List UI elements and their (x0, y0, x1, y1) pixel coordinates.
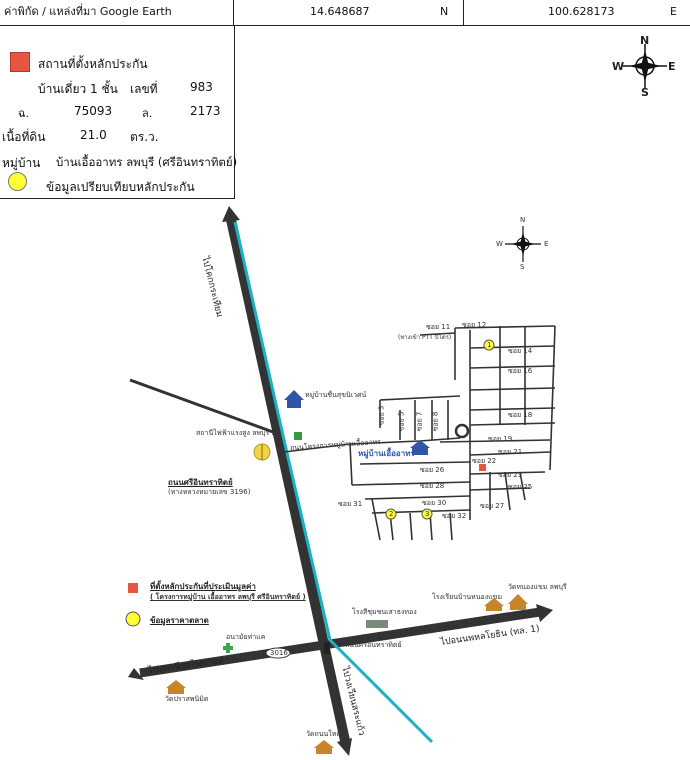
village-label: หมู่บ้าน (2, 156, 41, 170)
compare-marker-1-icon (483, 339, 495, 351)
land-no-label: ล. (142, 107, 153, 120)
site-marker-map-icon (479, 464, 486, 471)
land-no-value: 2173 (190, 104, 221, 118)
sri-road-sub-label: (ทางหลวงหมายเลข 3196) (168, 488, 251, 496)
site-label: สถานที่ตั้งหลักประกัน (38, 57, 148, 71)
compass-large-w: W (612, 60, 625, 73)
compass-small-e: E (544, 240, 549, 248)
compass-large-e: E (668, 60, 676, 73)
legend2-site-label: ที่ตั้งหลักประกันที่ประเมินมูลค่า (150, 582, 256, 591)
house-icon (284, 390, 430, 455)
compass-large-n: N (640, 34, 650, 47)
soi-28-label: ซอย 28 (420, 482, 445, 490)
river (233, 221, 434, 744)
soi-27-label: ซอย 27 (480, 502, 505, 510)
longitude-dir: E (670, 5, 677, 18)
latitude-cell: 14.648687 N (234, 0, 464, 26)
area-unit: ตร.ว. (130, 130, 159, 144)
soi-26-label: ซอย 26 (420, 466, 445, 474)
factory-label: โรงสีชุมชนเสาธงทอง (352, 608, 417, 616)
number-value: 983 (190, 80, 213, 94)
legend2-compare-label: ข้อมูลราคาตลาด (150, 616, 209, 625)
soi-22-label: ซอย 22 (472, 457, 497, 465)
soi-19-label: ซอย 19 (488, 435, 513, 443)
site-marker-icon (10, 52, 30, 72)
health-label: อนามัยท่าแค (226, 633, 266, 641)
soi-23-label: ซอย 23 (498, 471, 523, 479)
traffic-light-icon (324, 642, 330, 654)
compass-small-s: S (520, 263, 525, 271)
village-north-label: หมู่บ้านชื่นสุขนิเวศน์ (305, 391, 367, 399)
temple-icon (166, 594, 528, 754)
legend2-compare-icon (125, 611, 141, 627)
temple-east-label: วัดหนองแขม ลพบุรี (508, 583, 567, 591)
compare-marker-3-icon (421, 508, 433, 520)
area-label: เนื้อที่ดิน (2, 130, 46, 144)
soi-31-label: ซอย 31 (338, 500, 363, 508)
compass-small-icon (505, 226, 541, 262)
soi-16-label: ซอย 16 (508, 367, 533, 375)
longitude-value: 100.628173 (548, 5, 615, 18)
village-value: บ้านเอื้ออาทร ลพบุรี (ศรีอินทราทิตย์) (56, 155, 238, 169)
school-label: โรงเรียนบ้านหนองแขม (432, 593, 503, 601)
marker-3-label: 3 (425, 510, 430, 518)
soi-25-label: ซอย 25 (508, 483, 533, 491)
factory-icon (366, 620, 388, 628)
soi-11-label: ซอย 11 (426, 323, 451, 331)
power-station-icon (253, 443, 271, 461)
coordinate-header: ค่าพิกัด / แหล่งที่มา Google Earth 14.64… (0, 0, 690, 26)
chanote-value: 75093 (74, 104, 113, 118)
soi-21-label: ซอย 21 (498, 448, 523, 456)
marker-1-label: 1 (487, 341, 492, 349)
village-roads (283, 325, 556, 541)
route-badge (265, 647, 291, 659)
legend2-project-label: ( โครงการหมู่บ้าน เอื้ออาทร ลพบุรี ศรีอิ… (150, 593, 306, 601)
compass-large-icon (623, 44, 667, 88)
power-station-label: สถานีไฟฟ้าแรงสูง ลพบุรี 2 (196, 429, 276, 437)
road-sub2-label: ถนนศรีอินทราทิตย์ (345, 641, 402, 649)
chanote-label: ฉ. (18, 107, 29, 120)
soi-32-label: ซอย 32 (442, 512, 467, 520)
latitude-dir: N (440, 5, 449, 18)
soi-18-label: ซอย 18 (508, 411, 533, 419)
legend-box: สถานที่ตั้งหลักประกัน บ้านเดี่ยว 1 ชั้น … (0, 26, 238, 199)
compare-marker-2-icon (385, 508, 397, 520)
route-label: 3016 (270, 649, 288, 657)
soi-14-label: ซอย 14 (508, 347, 533, 355)
compass-small-n: N (520, 216, 526, 224)
soi-8-label: ซอย 8 (431, 411, 440, 432)
soi-30-label: ซอย 30 (422, 499, 447, 507)
village-main-label: หมู่บ้านเอื้ออาทร (358, 449, 415, 458)
soi-12-label: ซอย 12 (462, 321, 487, 329)
marker-2-label: 2 (389, 510, 394, 518)
roundabout-icon (454, 423, 470, 439)
store-icon (294, 432, 302, 440)
compare-marker-icon (8, 172, 27, 191)
temple-south-label: วัดถนนใหญ่ (306, 730, 343, 738)
compass-small-w: W (496, 240, 503, 248)
soi-3-label: ซอย 3 (377, 405, 386, 426)
number-label: เลขที่ (130, 82, 158, 96)
compare-label: ข้อมูลเปรียบเทียบหลักประกัน (46, 180, 195, 194)
latitude-value: 14.648687 (310, 5, 370, 18)
legend2-site-icon (128, 583, 138, 593)
soi-5-label: ซอย 5 (397, 411, 406, 432)
sri-road-label: ถนนศรีอินทราทิตย์ (168, 478, 233, 487)
longitude-cell: 100.628173 E (464, 0, 690, 26)
soi-11-sub-label: (ทางเข้า PTT ปิโตร) (398, 334, 452, 341)
soi-7-label: ซอย 7 (415, 411, 424, 432)
health-cross-icon (223, 643, 233, 653)
building-type: บ้านเดี่ยว 1 ชั้น (38, 82, 118, 96)
temple-west-label: วัดปราสพนิมิต (165, 695, 209, 703)
compass-large-s: S (641, 86, 649, 99)
main-roads (128, 206, 553, 756)
coord-source-label: ค่าพิกัด / แหล่งที่มา Google Earth (0, 0, 234, 26)
area-value: 21.0 (80, 128, 107, 142)
